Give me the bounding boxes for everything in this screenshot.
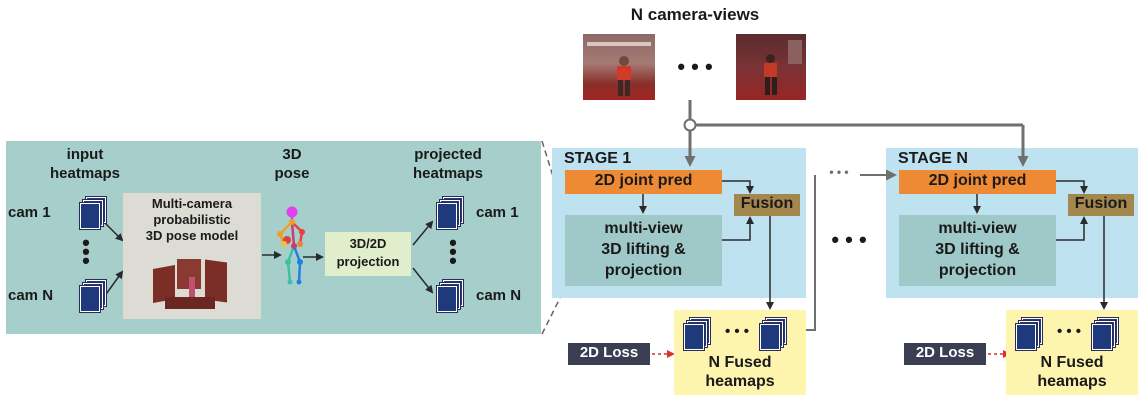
stage-n-lifting-label-1: multi-view — [938, 220, 1017, 237]
stage-n-fused-box: • • • N Fused heamaps — [1006, 310, 1138, 395]
camera-views-ellipsis: • • • — [677, 54, 713, 79]
junction-node — [683, 118, 697, 132]
stage-n-fused-dots: • • • — [1056, 323, 1082, 340]
s1-lifting-to-fusion — [722, 216, 754, 241]
input-cam-1-label: cam 1 — [8, 204, 51, 221]
model-scene-image — [153, 257, 243, 313]
projection-box: 3D/2D projection — [325, 232, 411, 276]
stage-1-loss-box: 2D Loss — [568, 343, 650, 365]
pose-label-2: pose — [274, 165, 310, 182]
connector-dots: • • • — [829, 165, 849, 179]
connector-s1-to-sN — [806, 175, 816, 331]
stage-n-joint-pred-label: 2D joint pred — [928, 172, 1027, 189]
arrow-projection-to-camN — [412, 267, 434, 294]
input-vertical-dots: ••• — [82, 230, 90, 273]
stage-n-loss-label: 2D Loss — [915, 344, 975, 361]
output-cam-1-label: cam 1 — [476, 204, 519, 221]
camera-view-photo-1 — [583, 34, 655, 100]
pose-label-1: 3D — [282, 146, 302, 163]
stage-n-joint-pred-box: 2D joint pred — [899, 170, 1056, 194]
probabilistic-model-box: Multi-camera probabilistic 3D pose model — [123, 193, 261, 319]
input-cam-n-label: cam N — [8, 287, 54, 304]
output-cam-n-label: cam N — [476, 287, 522, 304]
stage-1-title: STAGE 1 — [564, 150, 632, 167]
input-heatmaps-label-2: heatmaps — [49, 165, 121, 182]
stage-n-lifting-box: multi-view 3D lifting & projection — [899, 215, 1056, 286]
input-heatmap-stack-1 — [80, 197, 106, 229]
stage-1-fused-heatmap-stack-b — [760, 318, 786, 350]
stage-1-lifting-box: multi-view 3D lifting & projection — [565, 215, 722, 286]
stage-1-joint-pred-box: 2D joint pred — [565, 170, 722, 194]
sN-pred-to-fusion — [1056, 180, 1088, 194]
stage-n-fused-heatmap-stack-a — [1016, 318, 1042, 350]
stage-1-loss-label: 2D Loss — [579, 344, 639, 361]
stage-1-fused-dots: • • • — [724, 323, 750, 340]
stage-1-lifting-label-3: projection — [604, 262, 683, 279]
projection-label-2: projection — [336, 254, 400, 269]
projected-heatmaps-label-2: heatmaps — [412, 165, 484, 182]
skeleton-joints — [277, 206, 305, 285]
arrow-projection-to-cam1 — [412, 220, 434, 246]
sN-lifting-to-fusion — [1056, 216, 1088, 241]
stage-n-fused-label-2: heamaps — [1037, 373, 1107, 390]
input-heatmaps-label-1: input — [66, 146, 104, 163]
stage-n-fused-label-1: N Fused — [1040, 354, 1104, 371]
stage-n-fused-heatmap-stack-b — [1092, 318, 1118, 350]
stage-1-fused-label-1: N Fused — [708, 354, 772, 371]
projection-label-1: 3D/2D — [349, 236, 387, 251]
stage-1-fused-heatmap-stack-a — [684, 318, 710, 350]
stage-1-fusion-label: Fusion — [740, 195, 794, 212]
stage-1-fused-box: • • • N Fused heamaps — [674, 310, 806, 395]
stage-1-fusion-box: Fusion — [734, 194, 800, 216]
stage-n-lifting-label-2: 3D lifting & — [935, 241, 1020, 258]
model-label-2: probabilistic — [153, 212, 231, 227]
projected-heatmaps-label-1: projected — [414, 146, 482, 163]
stages-ellipsis: • • • — [831, 227, 867, 252]
model-label-1: Multi-camera — [151, 196, 233, 211]
stage-n-fusion-label: Fusion — [1074, 195, 1128, 212]
stage-n-title: STAGE N — [898, 150, 968, 167]
arrow-camN-to-model — [103, 270, 124, 298]
stage-1-fused-label-2: heamaps — [705, 373, 775, 390]
arrow-cam1-to-model — [103, 221, 124, 242]
stage-n-lifting-label-3: projection — [938, 262, 1017, 279]
stage-n-fusion-box: Fusion — [1068, 194, 1134, 216]
output-vertical-dots: ••• — [449, 230, 457, 273]
camera-view-photo-n — [736, 34, 806, 100]
stage-n-loss-box: 2D Loss — [904, 343, 986, 365]
output-heatmap-stack-1 — [437, 197, 463, 229]
output-heatmap-stack-n — [437, 280, 463, 312]
model-label-3: 3D pose model — [145, 228, 239, 243]
stage-1-lifting-label-1: multi-view — [604, 220, 683, 237]
stage-1-joint-pred-label: 2D joint pred — [594, 172, 693, 189]
stage-1-lifting-label-2: 3D lifting & — [601, 241, 686, 258]
input-heatmap-stack-n — [80, 280, 106, 312]
s1-pred-to-fusion — [722, 180, 754, 194]
camera-views-title: N camera-views — [630, 5, 760, 24]
